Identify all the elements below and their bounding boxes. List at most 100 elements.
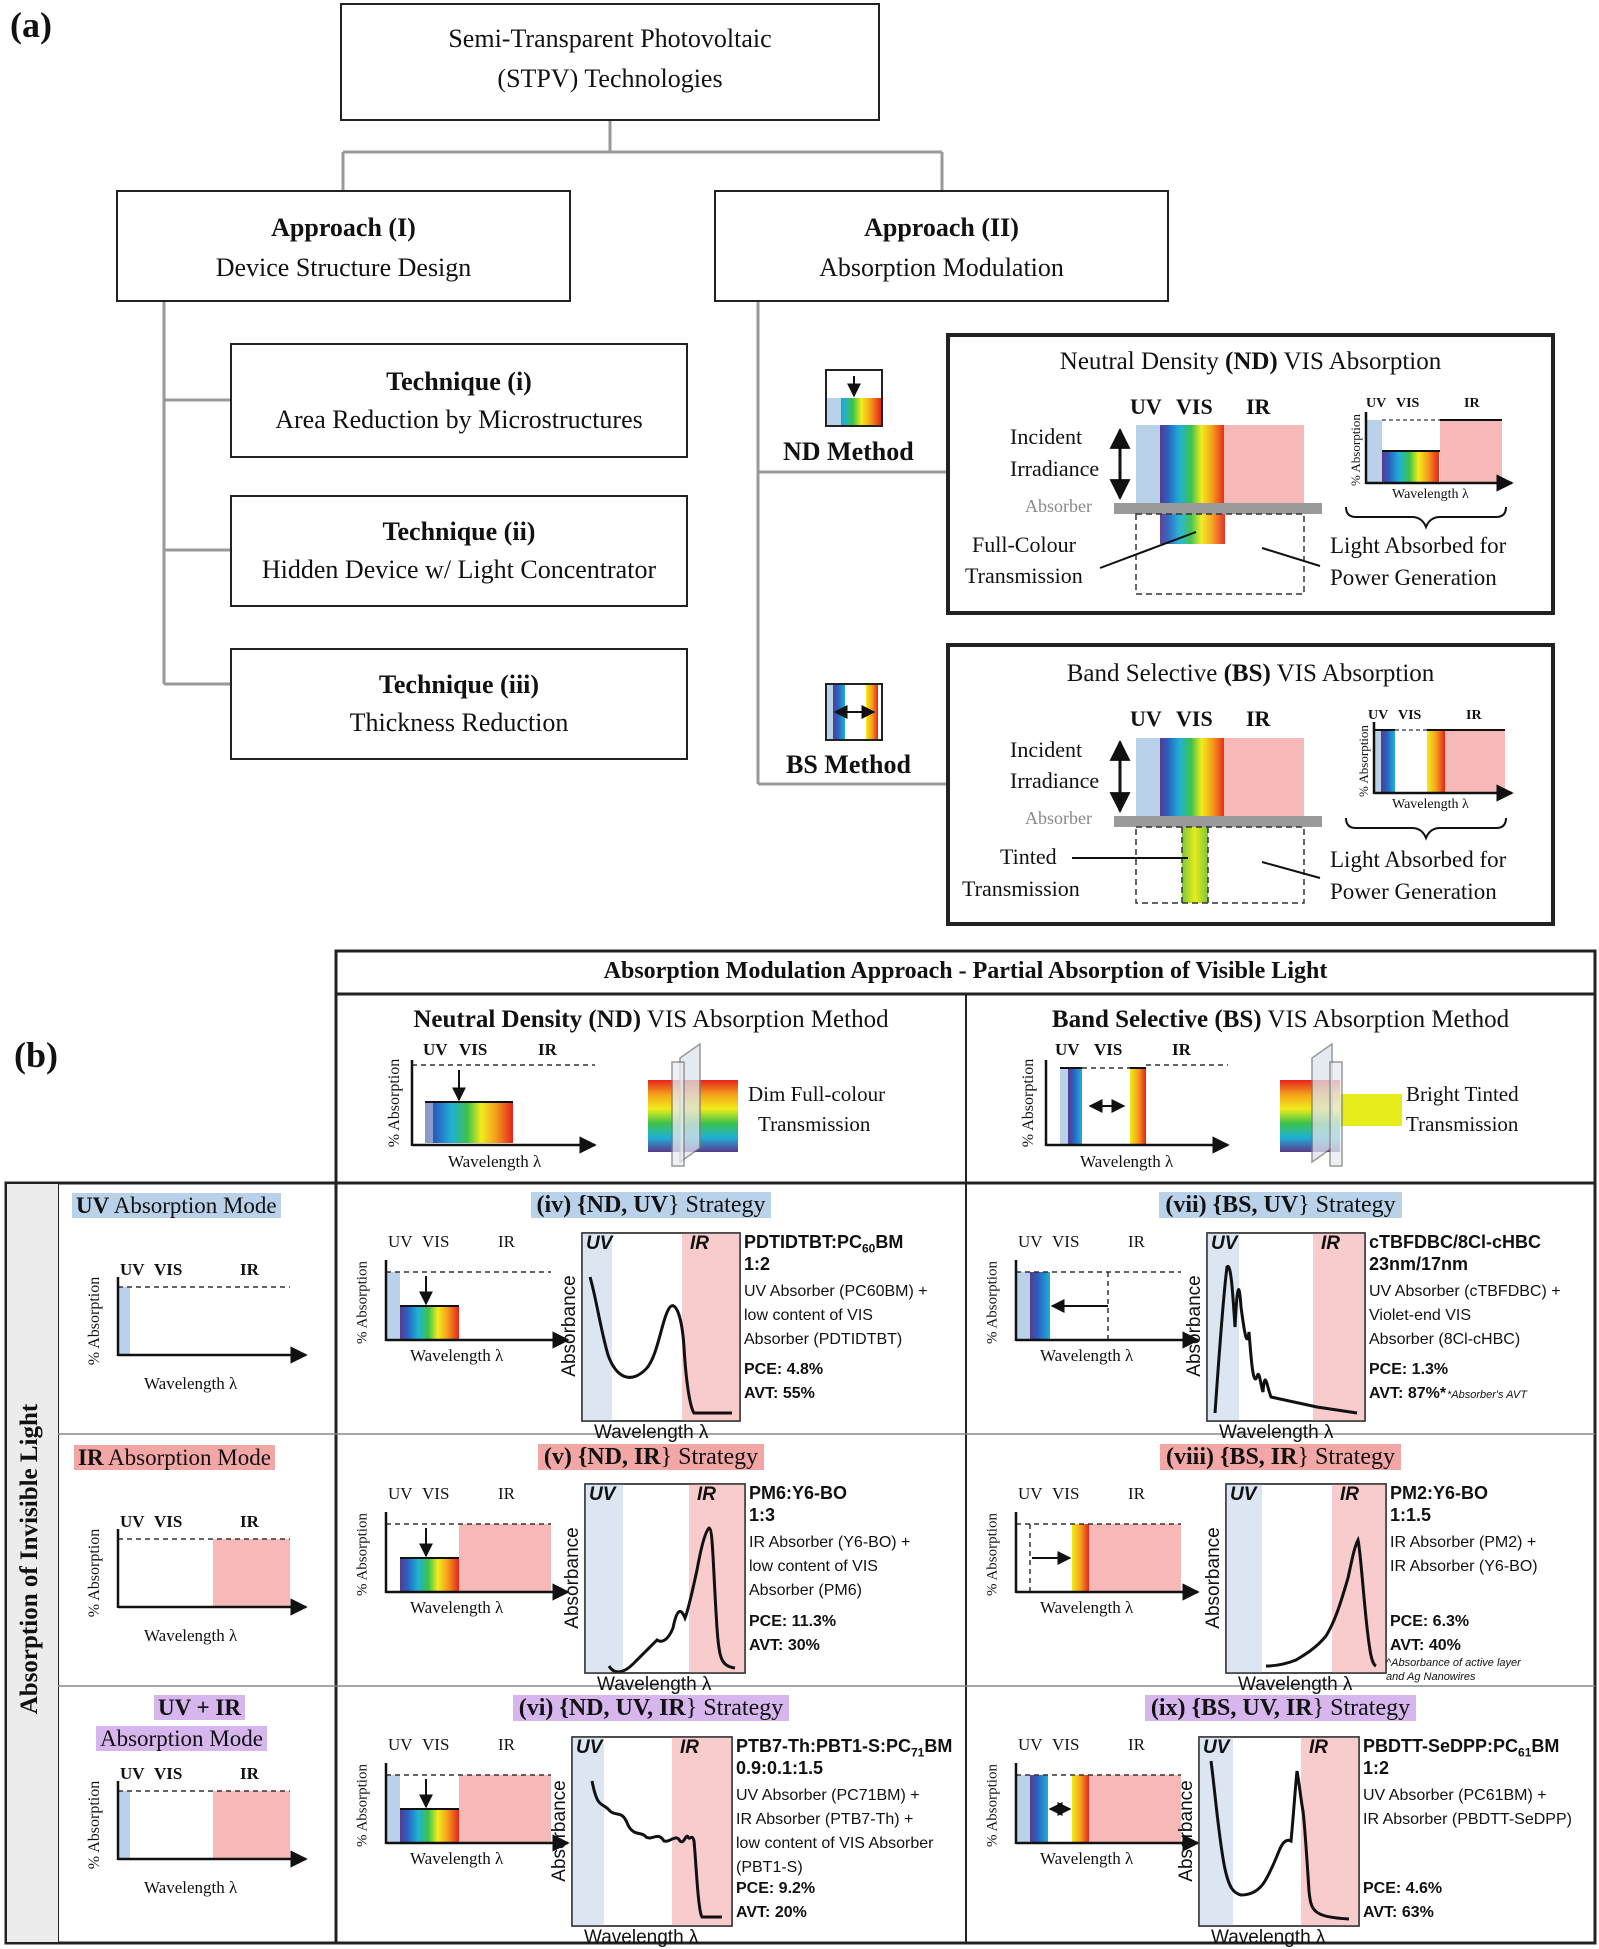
note2-viii: and Ag Nanowires — [1386, 1671, 1476, 1683]
bs-mini-vis: VIS — [1398, 708, 1422, 723]
strat-ir-band — [459, 1524, 551, 1592]
technique-ii-box: Technique (ii) Hidden Device w/ Light Co… — [230, 495, 688, 607]
bs-panel-title: Band Selective (BS) VIS Absorption — [1066, 660, 1435, 687]
abs-uv-region — [1226, 1484, 1262, 1673]
strat-vis-tick: VIS — [422, 1232, 450, 1251]
ratio-iv: 1:2 — [744, 1254, 771, 1274]
bs-col-title: Band Selective (BS) VIS Absorption Metho… — [1051, 1006, 1510, 1033]
strat-ir-tick: IR — [1128, 1232, 1145, 1251]
desc-v-1: low content of VIS — [749, 1558, 878, 1575]
abs-ir-label: IR — [1309, 1737, 1328, 1758]
nd-col-y: % Absorption — [386, 1058, 403, 1148]
note-vii: *Absorber's AVT — [1447, 1389, 1527, 1401]
row-header: Absorption of Invisible Light — [16, 1403, 43, 1715]
strat-orange-band — [1072, 1775, 1089, 1843]
abs-frame-top — [1198, 1736, 1360, 1927]
bs-panel-graphic — [1072, 722, 1514, 904]
strategy-title-ix: (ix) {BS, UV, IR} Strategy — [966, 1695, 1595, 1722]
strat-vis-tick: VIS — [1052, 1484, 1080, 1503]
desc-viii-1: IR Absorber (Y6-BO) — [1390, 1558, 1538, 1575]
nd-col-ir: IR — [538, 1040, 557, 1059]
desc-vi-3: (PBT1-S) — [736, 1859, 803, 1876]
absorbance-curve — [1265, 1535, 1377, 1668]
strat-uv-tick: UV — [1018, 1484, 1043, 1503]
mode-ir-tick: IR — [240, 1512, 259, 1531]
bs-col-x: Wavelength λ — [1080, 1152, 1174, 1171]
strat-y-label: % Absorption — [354, 1764, 371, 1847]
nd-method-icon — [825, 369, 883, 427]
strat-x-label: Wavelength λ — [1040, 1598, 1134, 1617]
strat-ir-tick: IR — [498, 1735, 515, 1754]
material-vi: PTB7-Th:PBT1-S:PC71BM — [736, 1736, 953, 1760]
nd-col-desc1: Dim Full-colour — [748, 1082, 886, 1106]
mode-y-label: % Absorption — [86, 1276, 103, 1366]
mode-ir-tick: IR — [240, 1764, 259, 1783]
approach1-box: Approach (I) Device Structure Design — [116, 190, 571, 302]
strat-vis-tick: VIS — [1052, 1735, 1080, 1754]
strat-blue-band — [1030, 1775, 1048, 1843]
desc-v-0: IR Absorber (Y6-BO) + — [749, 1534, 911, 1551]
technique-iii-title: Technique (iii) — [378, 670, 540, 699]
material-vii: cTBFDBC/8Cl-cHBC — [1369, 1232, 1542, 1252]
desc-vi-0: UV Absorber (PC71BM) + — [736, 1787, 920, 1804]
desc-viii-0: IR Absorber (PM2) + — [1390, 1534, 1537, 1551]
strat-vis-band — [400, 1306, 459, 1340]
strat-y-label: % Absorption — [984, 1261, 1001, 1344]
abs-x-label: Wavelength λ — [1219, 1422, 1334, 1443]
abs-uv-label: UV — [1203, 1737, 1230, 1758]
abs-y-label: Absorbance — [1176, 1779, 1197, 1882]
strat-vis-band — [400, 1558, 459, 1592]
bs-trans2: Transmission — [962, 876, 1080, 901]
strat-uv-band — [1016, 1775, 1030, 1843]
ratio-viii: 1:1.5 — [1390, 1505, 1432, 1525]
abs-frame-top — [571, 1736, 733, 1927]
abs-uv-label: UV — [589, 1484, 616, 1505]
pce-v: PCE: 11.3% — [749, 1613, 837, 1630]
desc-vii-0: UV Absorber (cTBFDBC) + — [1369, 1283, 1561, 1300]
abs-frame-top — [1206, 1232, 1366, 1422]
abs-ir-label: IR — [680, 1737, 699, 1758]
nd-col-vis: VIS — [459, 1040, 488, 1059]
desc-ix-1: IR Absorber (PBDTT-SeDPP) — [1363, 1811, 1572, 1828]
nd-method-label: ND Method — [783, 437, 914, 466]
strat-blue-band — [1030, 1272, 1050, 1340]
bs-col-y: % Absorption — [1020, 1058, 1037, 1148]
mode-uvir-line1: UV + IR — [150, 1695, 249, 1721]
abs-ir-region — [672, 1737, 732, 1926]
technique-i-box: Technique (i) Area Reduction by Microstr… — [230, 343, 688, 458]
mode-uv-band — [118, 1791, 130, 1859]
approach1-title: Approach (I) — [271, 213, 416, 242]
technique-i-subtitle: Area Reduction by Microstructures — [275, 405, 643, 434]
strat-ir-tick: IR — [1128, 1484, 1145, 1503]
strat-ir-band — [1089, 1775, 1181, 1843]
mode-uv-tick: UV — [120, 1764, 145, 1783]
bs-absorbed2: Power Generation — [1330, 879, 1497, 904]
strategy-title-vii: (vii) {BS, UV} Strategy — [966, 1192, 1595, 1219]
nd-absorbed1: Light Absorbed for — [1330, 533, 1507, 558]
technique-iii-box: Technique (iii) Thickness Reduction — [230, 648, 688, 760]
desc-vi-1: IR Absorber (PTB7-Th) + — [736, 1811, 914, 1828]
bs-ir: IR — [1246, 706, 1271, 731]
ratio-vi: 0.9:0.1:1.5 — [736, 1758, 824, 1778]
nd-col-title: Neutral Density (ND) VIS Absorption Meth… — [413, 1006, 889, 1033]
nd-absorbed2: Power Generation — [1330, 565, 1497, 590]
mode-x-label: Wavelength λ — [144, 1374, 238, 1393]
nd-mini-y: % Absorption — [1348, 414, 1363, 486]
mode-vis-tick: VIS — [154, 1764, 183, 1783]
part-b-label: (b) — [14, 1035, 58, 1075]
strat-uv-tick: UV — [388, 1735, 413, 1754]
mode-uv-label: UV Absorption Mode — [72, 1193, 281, 1219]
technique-ii-subtitle: Hidden Device w/ Light Concentrator — [261, 555, 657, 584]
abs-ir-label: IR — [690, 1233, 709, 1254]
abs-y-label: Absorbance — [1184, 1275, 1205, 1377]
ratio-ix: 1:2 — [1363, 1758, 1390, 1778]
nd-incident1: Incident — [1010, 424, 1083, 449]
absorbance-curve — [590, 1780, 722, 1919]
strat-ir-band — [1089, 1524, 1181, 1592]
strat-uv-tick: UV — [1018, 1232, 1043, 1251]
pce-ix: PCE: 4.6% — [1363, 1880, 1443, 1897]
strat-vis-band — [400, 1809, 459, 1843]
strat-uv-band — [1016, 1272, 1030, 1340]
bs-mini-y: % Absorption — [1356, 725, 1371, 797]
part-a-label: (a) — [10, 5, 52, 45]
